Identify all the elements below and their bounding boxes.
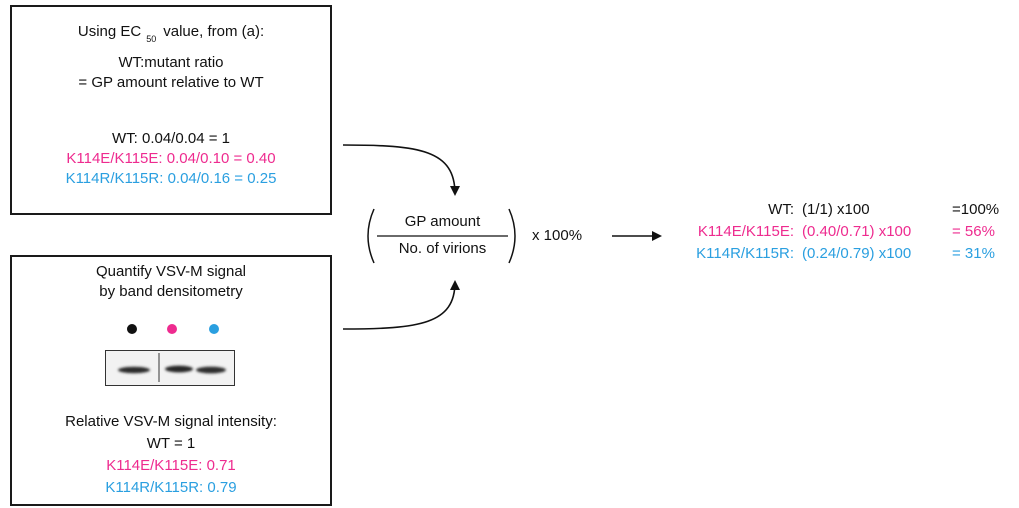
k114e-band bbox=[165, 365, 193, 373]
ec50-heading-text-after: value, from (a): bbox=[163, 23, 265, 40]
densitometry-title-line2: by band densitometry bbox=[99, 283, 243, 300]
wt-result-label: WT: bbox=[768, 201, 794, 218]
k114r-result-calc: (0.24/0.79) x100 bbox=[802, 245, 912, 262]
k114e-intensity: K114E/K115E: 0.71 bbox=[106, 457, 236, 474]
k114r-intensity: K114R/K115R: 0.79 bbox=[105, 479, 237, 496]
k114r-ratio: K114R/K115R: 0.04/0.16 = 0.25 bbox=[65, 170, 277, 187]
wt-band bbox=[118, 366, 150, 374]
k114r-band bbox=[196, 366, 226, 374]
ec50-heading: Using EC 50 value, from (a): bbox=[12, 22, 330, 49]
wt-result-calc: (1/1) x100 bbox=[802, 201, 870, 218]
k114r-dot-icon bbox=[209, 324, 219, 334]
top-curved-arrow bbox=[342, 144, 460, 196]
k114r-result-label: K114R/K115R: bbox=[696, 245, 794, 262]
ec50-subscript: 50 bbox=[146, 34, 157, 44]
left-parenthesis bbox=[367, 208, 375, 264]
k114e-result-value: = 56% bbox=[952, 223, 995, 240]
wt-ratio: WT: 0.04/0.04 = 1 bbox=[112, 130, 230, 147]
ec50-heading-text: Using EC bbox=[77, 23, 142, 40]
bottom-curved-arrow bbox=[342, 280, 460, 330]
right-parenthesis bbox=[508, 208, 516, 264]
vsv-m-densitometry-box: Quantify VSV-M signal by band densitomet… bbox=[10, 255, 332, 506]
k114e-dot-icon bbox=[167, 324, 177, 334]
fraction-denominator: No. of virions bbox=[398, 240, 487, 257]
k114e-result-label: K114E/K115E: bbox=[697, 223, 794, 240]
ec50-ratio-box: Using EC 50 value, from (a): WT:mutant rat… bbox=[10, 5, 332, 215]
wt-dot-icon bbox=[127, 324, 137, 334]
intensity-title: Relative VSV-M signal intensity: bbox=[65, 413, 277, 430]
fraction-numerator: GP amount bbox=[404, 213, 481, 230]
western-blot-image bbox=[105, 350, 235, 386]
ratio-definition-line2: = GP amount relative to WT bbox=[78, 74, 264, 91]
wt-intensity: WT = 1 bbox=[146, 435, 196, 452]
wt-result-value: =100% bbox=[952, 201, 1000, 218]
k114e-ratio: K114E/K115E: 0.04/0.10 = 0.40 bbox=[66, 150, 276, 167]
percent-multiplier: x 100% bbox=[532, 227, 583, 244]
k114r-result-value: = 31% bbox=[952, 245, 995, 262]
densitometry-title-line1: Quantify VSV-M signal bbox=[95, 263, 247, 280]
ratio-definition-line1: WT:mutant ratio bbox=[118, 54, 224, 71]
k114e-result-calc: (0.40/0.71) x100 bbox=[802, 223, 912, 240]
